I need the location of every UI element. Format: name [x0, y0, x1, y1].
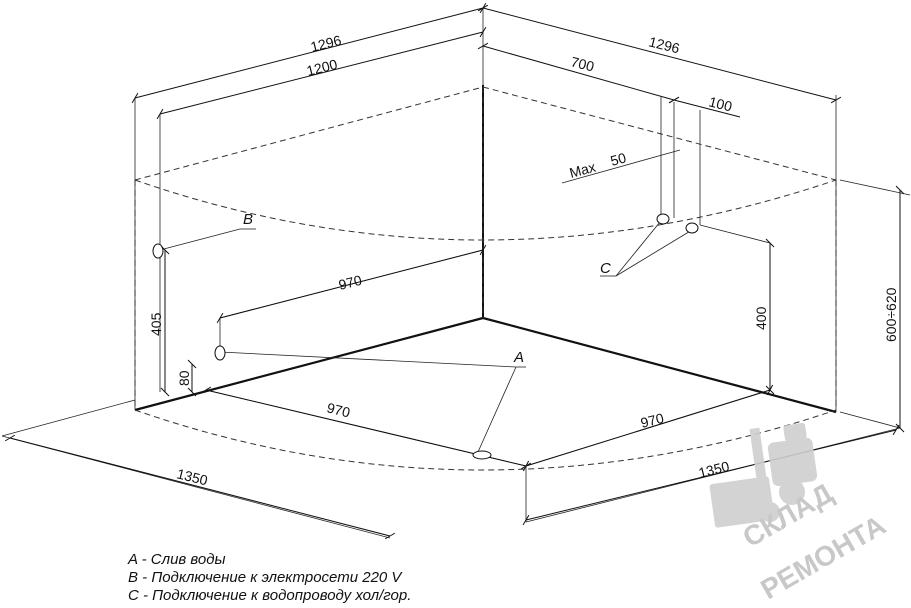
- guide-c-height: [699, 224, 771, 244]
- label-max: Max: [568, 159, 598, 181]
- marker-c: C: [600, 260, 611, 277]
- floor-wall-right: [482, 316, 837, 414]
- label-80: 80: [176, 370, 192, 386]
- label-405: 405: [148, 312, 164, 336]
- label-970-back: 970: [337, 272, 364, 293]
- point-a-side: [214, 345, 226, 361]
- label-970-left: 970: [325, 399, 352, 420]
- label-970-right: 970: [639, 410, 666, 431]
- legend-item-b: B - Подключение к электросети 220 V: [128, 569, 402, 586]
- label-700: 700: [569, 53, 596, 74]
- dim-line-1350-left: [4, 434, 396, 540]
- leader-max: [561, 149, 681, 184]
- point-b: [152, 243, 164, 259]
- label-1350-left: 1350: [175, 465, 209, 488]
- connection-points: [152, 213, 699, 460]
- dimension-lines: [4, 2, 905, 540]
- label-1296-left: 1296: [309, 32, 343, 55]
- label-100: 100: [707, 93, 734, 114]
- marker-labels: B A C: [243, 211, 611, 366]
- marker-b: B: [243, 211, 253, 228]
- marker-a: A: [513, 349, 524, 366]
- dim-line-1200: [156, 26, 487, 120]
- dim-line-970-back: [216, 244, 487, 324]
- label-1350-right: 1350: [697, 458, 731, 481]
- point-c1: [656, 213, 670, 225]
- guide-base-left: [1, 399, 136, 437]
- label-1296-right: 1296: [647, 33, 681, 56]
- point-a-floor: [472, 450, 492, 460]
- dimension-labels: 1296 1200 1296 700 100 Max 50 405 80 400…: [148, 32, 899, 489]
- label-max-value: 50: [609, 149, 628, 169]
- dim-line-1350-right: [522, 424, 900, 526]
- dim-line-100: [668, 96, 741, 118]
- label-600-620: 600÷620: [883, 287, 899, 342]
- forklift-icon: [709, 422, 818, 528]
- legend-item-c: C - Подключение к водопроводу хол/гор.: [128, 587, 412, 604]
- dim-line-970-left: [200, 386, 532, 470]
- point-c2: [685, 222, 699, 234]
- legend-item-a: A - Слив воды: [128, 551, 226, 568]
- leader-a1: [219, 351, 517, 368]
- leader-c2: [615, 229, 693, 277]
- dim-line-700: [477, 42, 680, 104]
- leader-b: [159, 228, 241, 251]
- legend: A - Слив воды B - Подключение к электрос…: [128, 551, 411, 605]
- label-400: 400: [753, 306, 769, 330]
- label-1200: 1200: [305, 56, 339, 79]
- leader-c1: [615, 221, 661, 277]
